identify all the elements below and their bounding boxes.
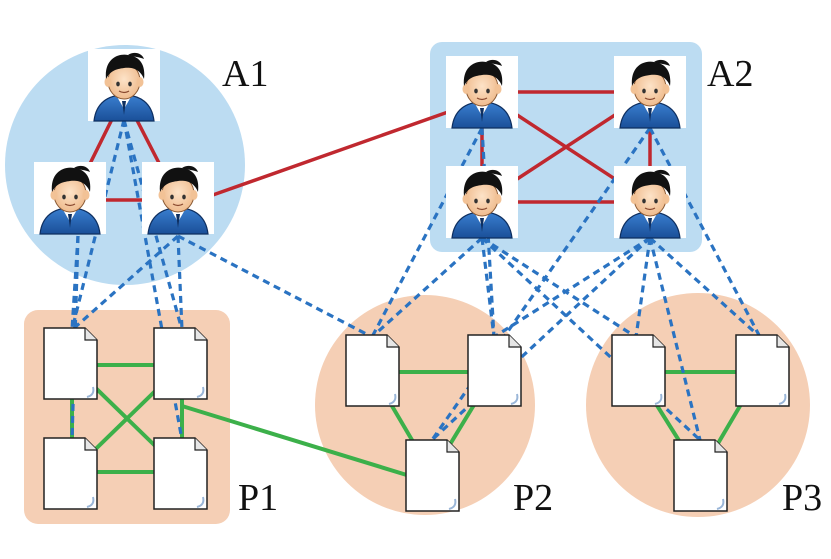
author-paper-edge [370, 236, 484, 339]
paper-paper-edge [181, 404, 411, 478]
person-icon [88, 49, 160, 122]
document-icon [153, 327, 208, 400]
author-paper-edges [70, 119, 762, 442]
author-paper-edge [370, 127, 484, 338]
group-label-p3: P3 [782, 477, 822, 519]
author-paper-edge [122, 119, 184, 441]
document-icon [43, 327, 98, 400]
document-icon [43, 437, 98, 510]
document-icon [611, 334, 666, 407]
person-icon [446, 56, 518, 129]
author-paper-edge [430, 236, 652, 442]
person-icon [614, 166, 686, 239]
document-icon [345, 334, 400, 407]
document-icon [735, 334, 790, 407]
author-paper-edge [648, 237, 702, 441]
author-author-edge [209, 110, 449, 198]
document-icon [673, 439, 728, 512]
author-paper-edge [634, 237, 652, 338]
person-icon [614, 56, 686, 129]
document-icon [153, 437, 208, 510]
group-label-p1: P1 [238, 477, 278, 519]
author-paper-edge [493, 236, 651, 339]
author-paper-edge [177, 234, 373, 339]
group-label-a2: A2 [707, 53, 753, 95]
author-paper-edge [480, 237, 496, 338]
person-icon [446, 166, 518, 239]
person-icon [34, 162, 106, 235]
author-paper-edge [648, 127, 762, 338]
author-paper-edge [481, 236, 637, 339]
author-paper-edge [648, 236, 762, 339]
document-icon [405, 439, 460, 512]
group-label-a1: A1 [222, 53, 268, 95]
author-paper-edge [480, 127, 496, 338]
group-label-p2: P2 [513, 477, 553, 519]
author-paper-edge [480, 236, 702, 442]
author-paper-edge [176, 235, 184, 331]
document-icon [467, 334, 522, 407]
person-icon [142, 162, 214, 235]
